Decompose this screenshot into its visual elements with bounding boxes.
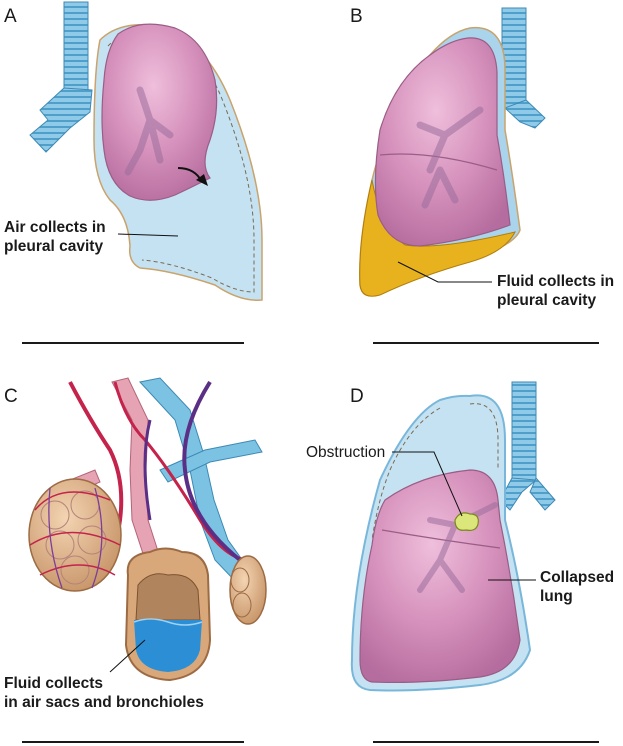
trachea-b: [501, 7, 527, 109]
lung-a: [101, 23, 218, 201]
panel-b-label-line1: Fluid collects in: [497, 273, 615, 290]
panel-b-label-line2: pleural cavity: [497, 292, 597, 309]
alveolar-cluster-right: [229, 555, 267, 625]
answer-line-a: [22, 342, 244, 344]
vein-c: [182, 380, 242, 562]
bronchial-tree-d: [417, 502, 498, 593]
panel-a-label-line2: pleural cavity: [4, 238, 104, 255]
leader-line-b: [397, 261, 492, 283]
panel-a-label-line1: Air collects in: [4, 219, 106, 236]
panel-letter-a: A: [4, 6, 17, 27]
bronchial-tree-a: [124, 86, 174, 176]
bronchus-c-branch2: [159, 439, 263, 483]
panel-letter-b: B: [350, 6, 363, 27]
trachea-a: [63, 1, 89, 93]
leader-line-a: [117, 233, 179, 237]
panel-d-label-collapsed: Collapsed: [540, 569, 615, 586]
panel-a-illustration: [29, 1, 263, 301]
pleural-fluid-b: [359, 179, 516, 297]
answer-line-d: [373, 741, 599, 743]
obstruction-mass: [454, 512, 479, 531]
panel-b-illustration: [359, 7, 546, 297]
artery-c-2: [113, 381, 251, 562]
answer-line-b: [373, 342, 599, 344]
pleura-dashed-d: [371, 403, 499, 541]
panel-c-illustration: [28, 377, 267, 682]
collapse-arrowhead-a: [196, 174, 208, 186]
panel-letter-d: D: [350, 386, 364, 407]
lung-d: [359, 469, 521, 684]
answer-line-c: [22, 741, 244, 743]
panel-c-label-line1: Fluid collects: [4, 675, 104, 692]
trachea-d: [511, 381, 537, 483]
leader-line-d-obstruction: [392, 451, 463, 517]
alveolar-sac-fluid: [124, 547, 212, 682]
alveolar-cluster-left: [28, 478, 122, 592]
panel-d-label-obstruction: Obstruction: [306, 444, 386, 461]
leader-line-c: [109, 639, 146, 673]
panel-d-illustration: [350, 381, 556, 692]
bronchus-d-right: [529, 477, 556, 511]
bronchus-b: [504, 99, 546, 129]
bronchus-a: [29, 87, 93, 153]
vein-c-2: [143, 419, 152, 521]
panel-c-label-line2: in air sacs and bronchioles: [4, 694, 204, 711]
bronchial-tree-b: [416, 106, 484, 209]
lung-fissure-d: [381, 529, 501, 549]
panel-d-label-lung: lung: [540, 588, 573, 605]
panel-letter-c: C: [4, 386, 18, 407]
